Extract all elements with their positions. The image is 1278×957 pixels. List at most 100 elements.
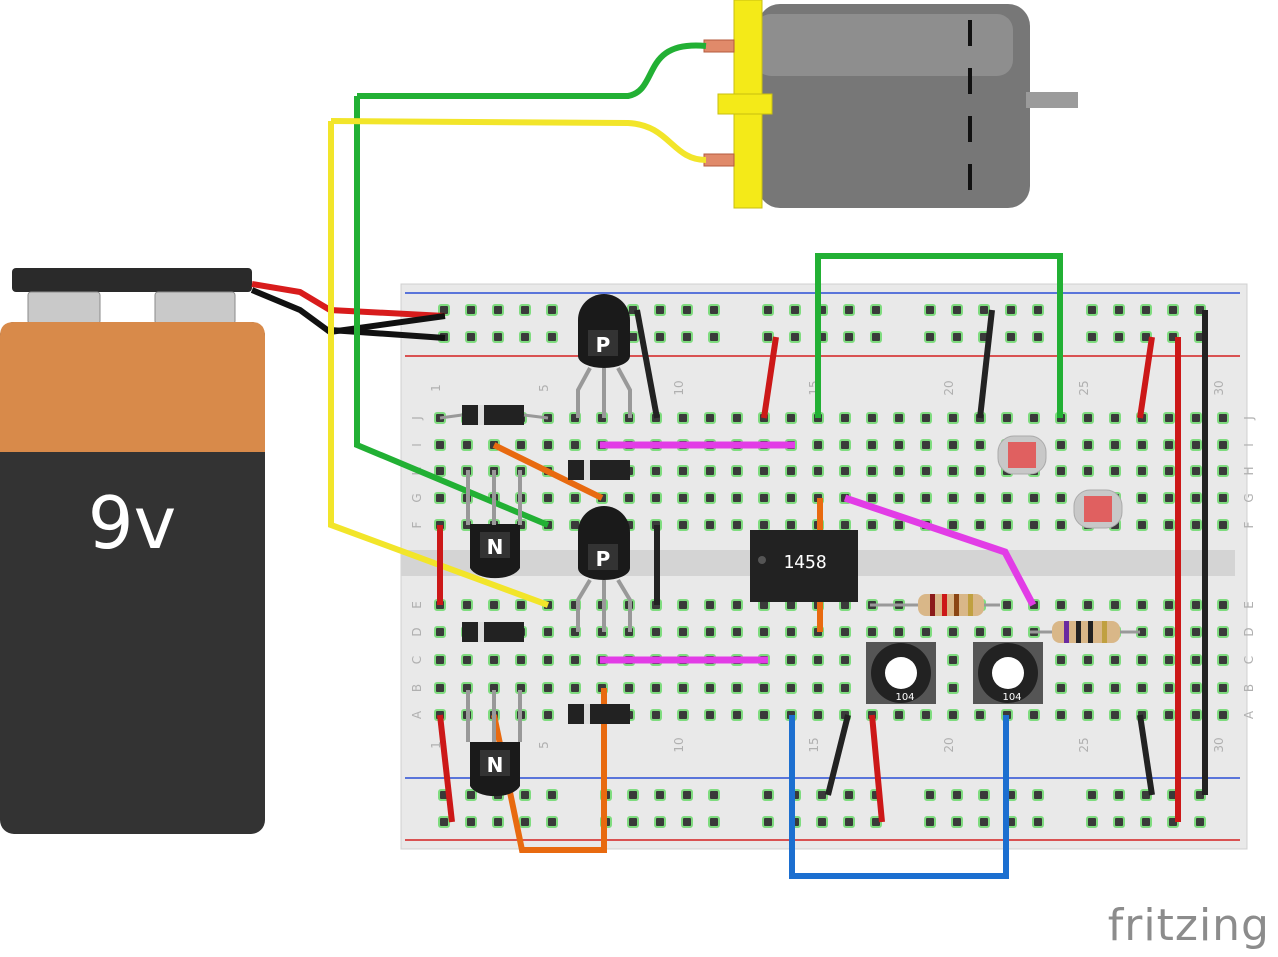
breadboard-hole [1217, 465, 1229, 477]
breadboard-hole [1055, 492, 1067, 504]
row-letter: A [410, 710, 424, 719]
breadboard-hole [1109, 682, 1121, 694]
breadboard-hole [731, 412, 743, 424]
breadboard-hole [1109, 599, 1121, 611]
breadboard-hole [920, 492, 932, 504]
column-number: 1 [429, 741, 443, 749]
breadboard-hole [947, 519, 959, 531]
breadboard-hole [1140, 304, 1152, 316]
row-letter: I [410, 443, 424, 447]
breadboard-hole [681, 789, 693, 801]
breadboard-hole [731, 519, 743, 531]
breadboard-hole [434, 654, 446, 666]
breadboard-hole [1082, 412, 1094, 424]
breadboard-hole [758, 465, 770, 477]
row-letter: I [1242, 443, 1256, 447]
breadboard-hole [1032, 789, 1044, 801]
trimpot-label: 104 [895, 692, 914, 703]
breadboard-hole [708, 789, 720, 801]
breadboard-hole [461, 654, 473, 666]
breadboard-hole [1001, 626, 1013, 638]
breadboard-hole [785, 682, 797, 694]
breadboard-hole [1001, 412, 1013, 424]
breadboard-hole [1082, 465, 1094, 477]
breadboard-hole [1167, 304, 1179, 316]
breadboard-hole [1082, 709, 1094, 721]
breadboard-hole [1190, 412, 1202, 424]
breadboard-hole [1194, 816, 1206, 828]
photoresistors [997, 435, 1123, 529]
breadboard-hole [1217, 599, 1229, 611]
breadboard-hole [920, 709, 932, 721]
breadboard-hole [1028, 519, 1040, 531]
breadboard-hole [893, 626, 905, 638]
breadboard-hole [1136, 599, 1148, 611]
breadboard-hole [893, 519, 905, 531]
chip-label: 1458 [783, 552, 826, 573]
breadboard-hole [951, 816, 963, 828]
breadboard-hole [731, 492, 743, 504]
breadboard-hole [1190, 599, 1202, 611]
breadboard-hole [758, 492, 770, 504]
column-number: 15 [807, 737, 821, 752]
breadboard-hole [1032, 331, 1044, 343]
row-letter: J [1242, 416, 1256, 421]
breadboard-hole [515, 599, 527, 611]
breadboard-hole [866, 519, 878, 531]
breadboard-hole [1109, 465, 1121, 477]
pnp-label-2: P [596, 547, 611, 571]
breadboard-hole [1001, 519, 1013, 531]
breadboard-hole [974, 465, 986, 477]
breadboard-hole [1190, 439, 1202, 451]
row-letter: F [410, 521, 424, 528]
breadboard-hole [1086, 304, 1098, 316]
breadboard-hole [1055, 599, 1067, 611]
breadboard-hole [978, 304, 990, 316]
breadboard-hole [1163, 626, 1175, 638]
breadboard-hole [704, 519, 716, 531]
battery-black-wire [250, 287, 446, 336]
breadboard-hole [542, 654, 554, 666]
breadboard-hole [1217, 654, 1229, 666]
row-letter: F [1242, 521, 1256, 528]
breadboard-hole [704, 709, 716, 721]
breadboard-hole [947, 654, 959, 666]
breadboard-hole [843, 331, 855, 343]
column-number: 5 [537, 741, 551, 749]
breadboard-hole [762, 789, 774, 801]
breadboard-hole [1082, 682, 1094, 694]
breadboard-hole [677, 465, 689, 477]
column-number: 30 [1212, 737, 1226, 752]
breadboard-hole [465, 331, 477, 343]
breadboard-hole [762, 816, 774, 828]
breadboard-hole [492, 331, 504, 343]
breadboard-hole [893, 492, 905, 504]
breadboard-hole [947, 626, 959, 638]
breadboard-hole [627, 816, 639, 828]
breadboard-hole [519, 331, 531, 343]
breadboard-hole [704, 412, 716, 424]
breadboard-hole [677, 599, 689, 611]
column-number: 20 [942, 737, 956, 752]
breadboard-hole [785, 412, 797, 424]
row-letter: B [1242, 684, 1256, 692]
breadboard-hole [866, 626, 878, 638]
breadboard-hole [438, 816, 450, 828]
breadboard-hole [1163, 599, 1175, 611]
breadboard-hole [434, 492, 446, 504]
breadboard-hole [839, 626, 851, 638]
breadboard-hole [1055, 439, 1067, 451]
breadboard-hole [1136, 654, 1148, 666]
breadboard-hole [704, 492, 716, 504]
breadboard-hole [1140, 816, 1152, 828]
ic-1458: 1458 [750, 530, 858, 602]
breadboard-hole [870, 304, 882, 316]
breadboard-hole [1001, 599, 1013, 611]
column-number: 30 [1212, 380, 1226, 395]
row-letter: C [1242, 656, 1256, 664]
breadboard-hole [1086, 331, 1098, 343]
breadboard-hole [461, 439, 473, 451]
row-letter: A [1242, 710, 1256, 719]
row-letter: D [1242, 627, 1256, 636]
breadboard-hole [974, 492, 986, 504]
